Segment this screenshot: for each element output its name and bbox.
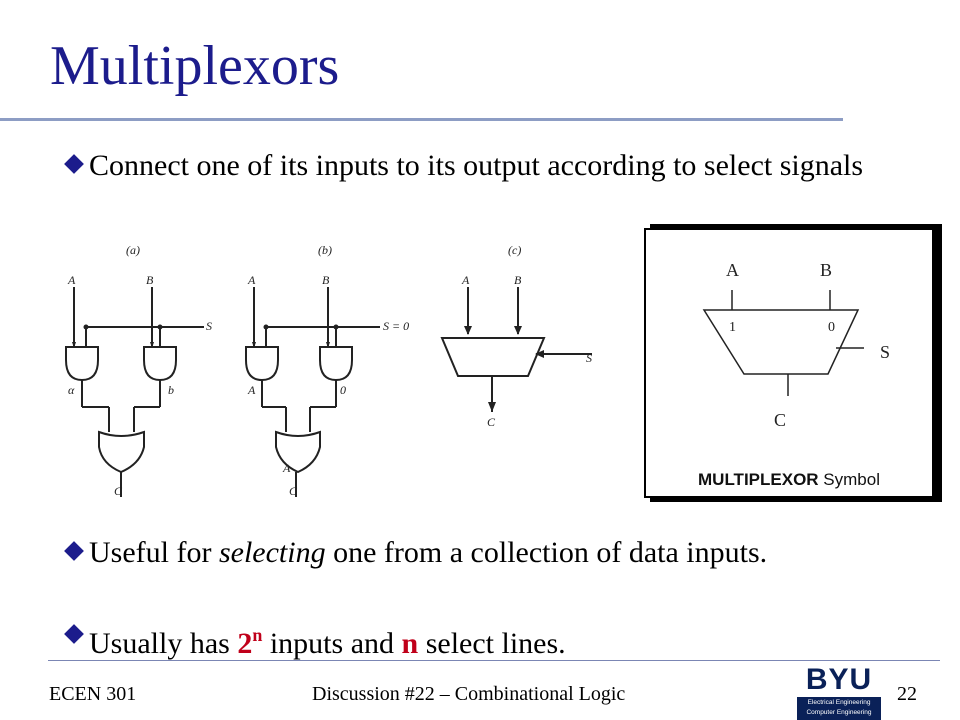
pin-s-label-c: S — [586, 351, 592, 365]
bullet-text: Connect one of its inputs to its output … — [89, 149, 864, 182]
pin-b-label-c: B — [514, 273, 522, 287]
symbol-s-label: S — [880, 342, 890, 362]
symbol-caption-rest: Symbol — [818, 470, 880, 489]
diamond-bullet-icon — [64, 541, 84, 561]
bullet-n: n — [401, 627, 419, 660]
figure-label-b: (b) — [318, 243, 332, 257]
bullet-two: 2 — [237, 627, 253, 660]
bullet-text-emphasis: selecting — [218, 536, 326, 569]
diamond-bullet-icon — [64, 624, 84, 644]
footer-discussion: Discussion #22 – Combinational Logic — [312, 683, 626, 705]
pin-a-out-label: A — [282, 461, 291, 475]
bullet-text-pre: Usually has — [89, 627, 238, 660]
pin-s-eq-label: S = 0 — [383, 319, 409, 333]
pin-zero-label: 0 — [340, 383, 346, 397]
byu-logo: BYU Electrical Engineering Computer Engi… — [797, 664, 881, 720]
symbol-zero-label: 0 — [828, 320, 835, 335]
bullet-text-mid: inputs and — [262, 627, 402, 660]
bullet-text: Useful for selecting one from a collecti… — [89, 535, 859, 570]
diamond-bullet-icon — [64, 154, 84, 174]
pin-b-label-b: B — [322, 273, 330, 287]
footer-rule — [48, 660, 940, 661]
symbol-a-label: A — [726, 260, 739, 280]
pin-a-label-b: A — [247, 273, 256, 287]
symbol-one-label: 1 — [729, 320, 736, 335]
symbol-caption-bold: MULTIPLEXOR — [698, 470, 819, 489]
logo-line2: Computer Engineering — [806, 709, 872, 716]
pin-b-small-label: b — [168, 383, 174, 397]
logo-word: BYU — [797, 664, 881, 696]
pin-c-label: C — [114, 484, 123, 498]
bullet-text: Usually has 2n inputs and n select lines… — [89, 618, 566, 661]
footer-course: ECEN 301 — [49, 683, 137, 705]
title-underline — [0, 118, 843, 121]
mux-gate-diagram: (a) (b) (c) A B S α b C A B S = 0 A 0 A … — [64, 242, 596, 512]
pin-c-label-c: C — [487, 415, 496, 429]
bullet-text-pre: Useful for — [89, 536, 219, 569]
bullet-text-post: one from a collection of data inputs. — [325, 536, 768, 569]
bullet-text-post: select lines. — [418, 627, 566, 660]
pin-a-inner-label: A — [247, 383, 256, 397]
pin-alpha-label: α — [68, 383, 75, 397]
pin-b-label: B — [146, 273, 154, 287]
mux-symbol-box: A B S C 1 0 MULTIPLEXOR Symbol — [644, 228, 934, 498]
symbol-c-label: C — [774, 410, 786, 430]
pin-a-label-c: A — [461, 273, 470, 287]
figure-label-a: (a) — [126, 243, 140, 257]
mux-symbol-diagram: A B S C 1 0 — [702, 260, 890, 430]
figure-label-c: (c) — [508, 243, 521, 257]
footer-page-number: 22 — [897, 683, 917, 705]
logo-line1: Electrical Engineering — [807, 699, 871, 706]
pin-a-label: A — [67, 273, 76, 287]
symbol-caption: MULTIPLEXOR Symbol — [646, 470, 932, 490]
bullet-superscript-n: n — [252, 625, 263, 645]
symbol-b-label: B — [820, 260, 832, 280]
slide-title: Multiplexors — [50, 35, 340, 97]
pin-c-label-b: C — [289, 484, 298, 498]
logo-subtitle: Electrical Engineering Computer Engineer… — [797, 697, 881, 720]
pin-s-label: S — [206, 319, 212, 333]
